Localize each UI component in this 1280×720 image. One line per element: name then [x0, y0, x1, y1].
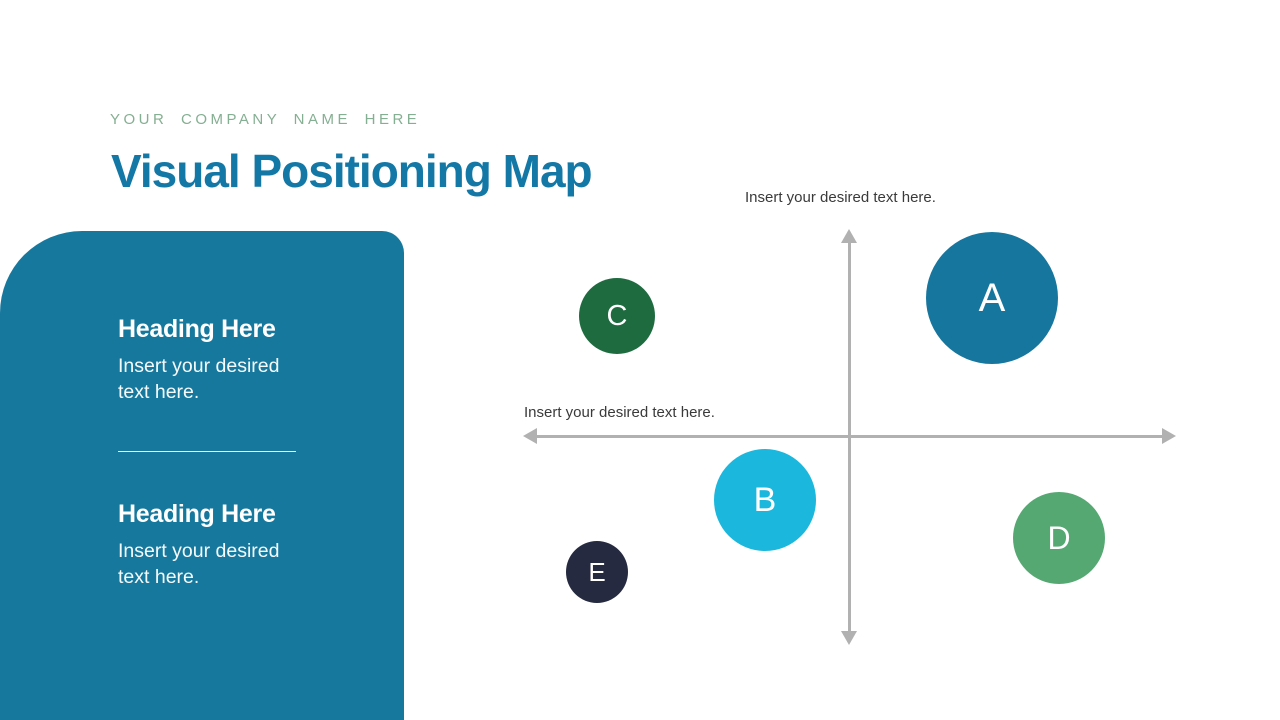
panel-body-2: Insert your desired text here.: [118, 540, 280, 588]
axis-arrow-up-icon: [841, 229, 857, 243]
vertical-axis-label: Insert your desired text here.: [745, 189, 936, 206]
panel-body-1: Insert your desired text here.: [118, 355, 280, 403]
axis-arrow-down-icon: [841, 631, 857, 645]
horizontal-axis: [536, 435, 1164, 438]
bubble-a: A: [926, 232, 1058, 364]
bubble-b: B: [714, 449, 816, 551]
sidebar-panel: Heading Here Insert your desired text he…: [0, 231, 404, 720]
axis-arrow-right-icon: [1162, 428, 1176, 444]
bubble-e: E: [566, 541, 628, 603]
panel-heading-1: Heading Here: [118, 315, 276, 343]
panel-divider: [118, 451, 296, 452]
bubble-c: C: [579, 278, 655, 354]
horizontal-axis-label: Insert your desired text here.: [524, 404, 715, 421]
panel-heading-2: Heading Here: [118, 500, 276, 528]
bubble-d: D: [1013, 492, 1105, 584]
company-name: YOUR COMPANY NAME HERE: [110, 111, 421, 128]
panel-section-2: Heading Here Insert your desired text he…: [118, 500, 318, 590]
page-title: Visual Positioning Map: [111, 145, 593, 197]
axis-arrow-left-icon: [523, 428, 537, 444]
panel-section-1: Heading Here Insert your desired text he…: [118, 315, 318, 405]
